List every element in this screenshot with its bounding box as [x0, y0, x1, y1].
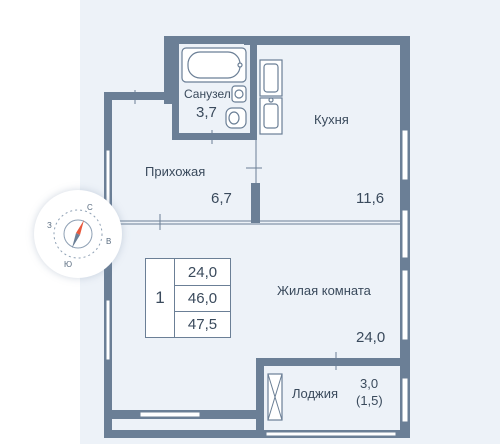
floor-plan-background — [80, 0, 500, 444]
legend-total-area-with-balcony: 47,5 — [187, 315, 218, 333]
compass-south-label: Ю — [64, 260, 73, 269]
room-name-hallway: Прихожая — [145, 164, 206, 179]
room-area-living: 24,0 — [356, 329, 386, 346]
legend-living-area: 24,0 — [175, 259, 230, 286]
compass-west-label: З — [47, 221, 52, 230]
windows — [105, 129, 409, 437]
room-area-hallway: 6,7 — [211, 190, 232, 207]
room-area-bathroom: 3,7 — [196, 104, 217, 121]
compass-east-label: В — [106, 237, 112, 246]
room-name-living: Жилая комната — [277, 283, 371, 298]
compass-needle-icon — [53, 209, 103, 259]
room-name-loggia: Лоджия — [292, 386, 339, 401]
room-area-loggia: 3,0 — [360, 376, 379, 391]
sink — [231, 85, 247, 103]
compass-north-label: С — [87, 203, 93, 212]
room-count: 1 — [146, 259, 175, 337]
room-name-kitchen: Кухня — [314, 112, 349, 127]
kitchen-stove — [259, 59, 283, 97]
loggia-hatch — [267, 373, 283, 421]
compass: С В Ю З — [34, 190, 122, 278]
door-marks — [134, 90, 337, 370]
kitchen-sink — [259, 97, 283, 135]
room-area-kitchen: 11,6 — [356, 190, 385, 207]
room-name-bathroom: Санузел — [184, 87, 231, 101]
area-legend: 1 24,0 46,0 47,5 — [145, 258, 231, 338]
bathtub — [181, 47, 247, 83]
room-area-loggia-reduced: (1,5) — [356, 393, 383, 408]
toilet — [225, 107, 247, 129]
legend-total-area: 46,0 — [175, 285, 230, 312]
